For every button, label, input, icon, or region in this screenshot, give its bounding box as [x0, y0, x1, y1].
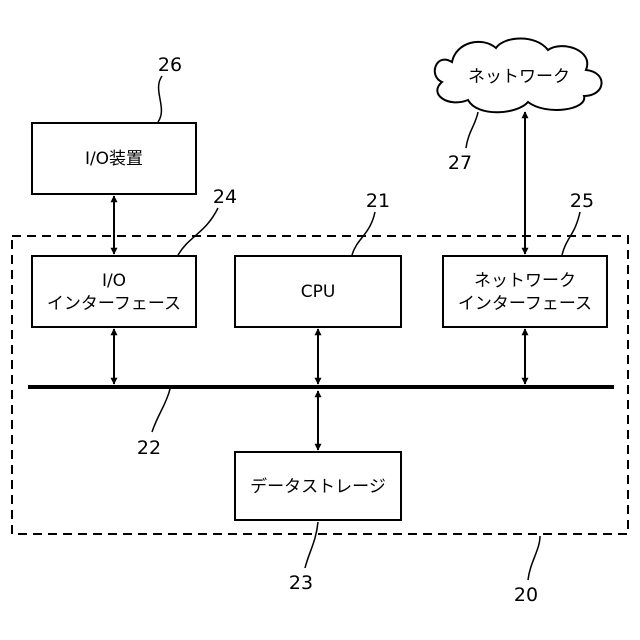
cpu-label: CPU	[301, 282, 336, 302]
network-interface-box	[443, 256, 607, 327]
leader-21	[352, 212, 375, 255]
leader-25	[562, 212, 580, 255]
leader-26	[158, 76, 162, 122]
ref-27: 27	[448, 152, 472, 174]
io-interface-label-line1: I/O	[102, 271, 126, 291]
leader-20	[528, 536, 540, 580]
leader-27	[466, 112, 478, 148]
ref-20: 20	[514, 584, 538, 606]
io-device-label: I/O装置	[85, 149, 143, 169]
leader-22	[152, 389, 170, 432]
ref-23: 23	[289, 572, 313, 594]
data-storage-label: データストレージ	[250, 476, 386, 497]
leader-24	[178, 208, 218, 255]
ref-26: 26	[158, 54, 182, 76]
ref-21: 21	[366, 190, 390, 212]
io-interface-label-line2: インターフェース	[47, 294, 181, 314]
ref-22: 22	[137, 437, 161, 459]
ref-24: 24	[213, 186, 237, 208]
network-interface-label-line2: インターフェース	[458, 294, 592, 314]
network-interface-label-line1: ネットワーク	[474, 271, 576, 291]
leader-23	[305, 522, 318, 568]
ref-25: 25	[570, 190, 594, 212]
io-interface-box	[32, 256, 196, 327]
network-cloud-label: ネットワーク	[468, 67, 570, 87]
